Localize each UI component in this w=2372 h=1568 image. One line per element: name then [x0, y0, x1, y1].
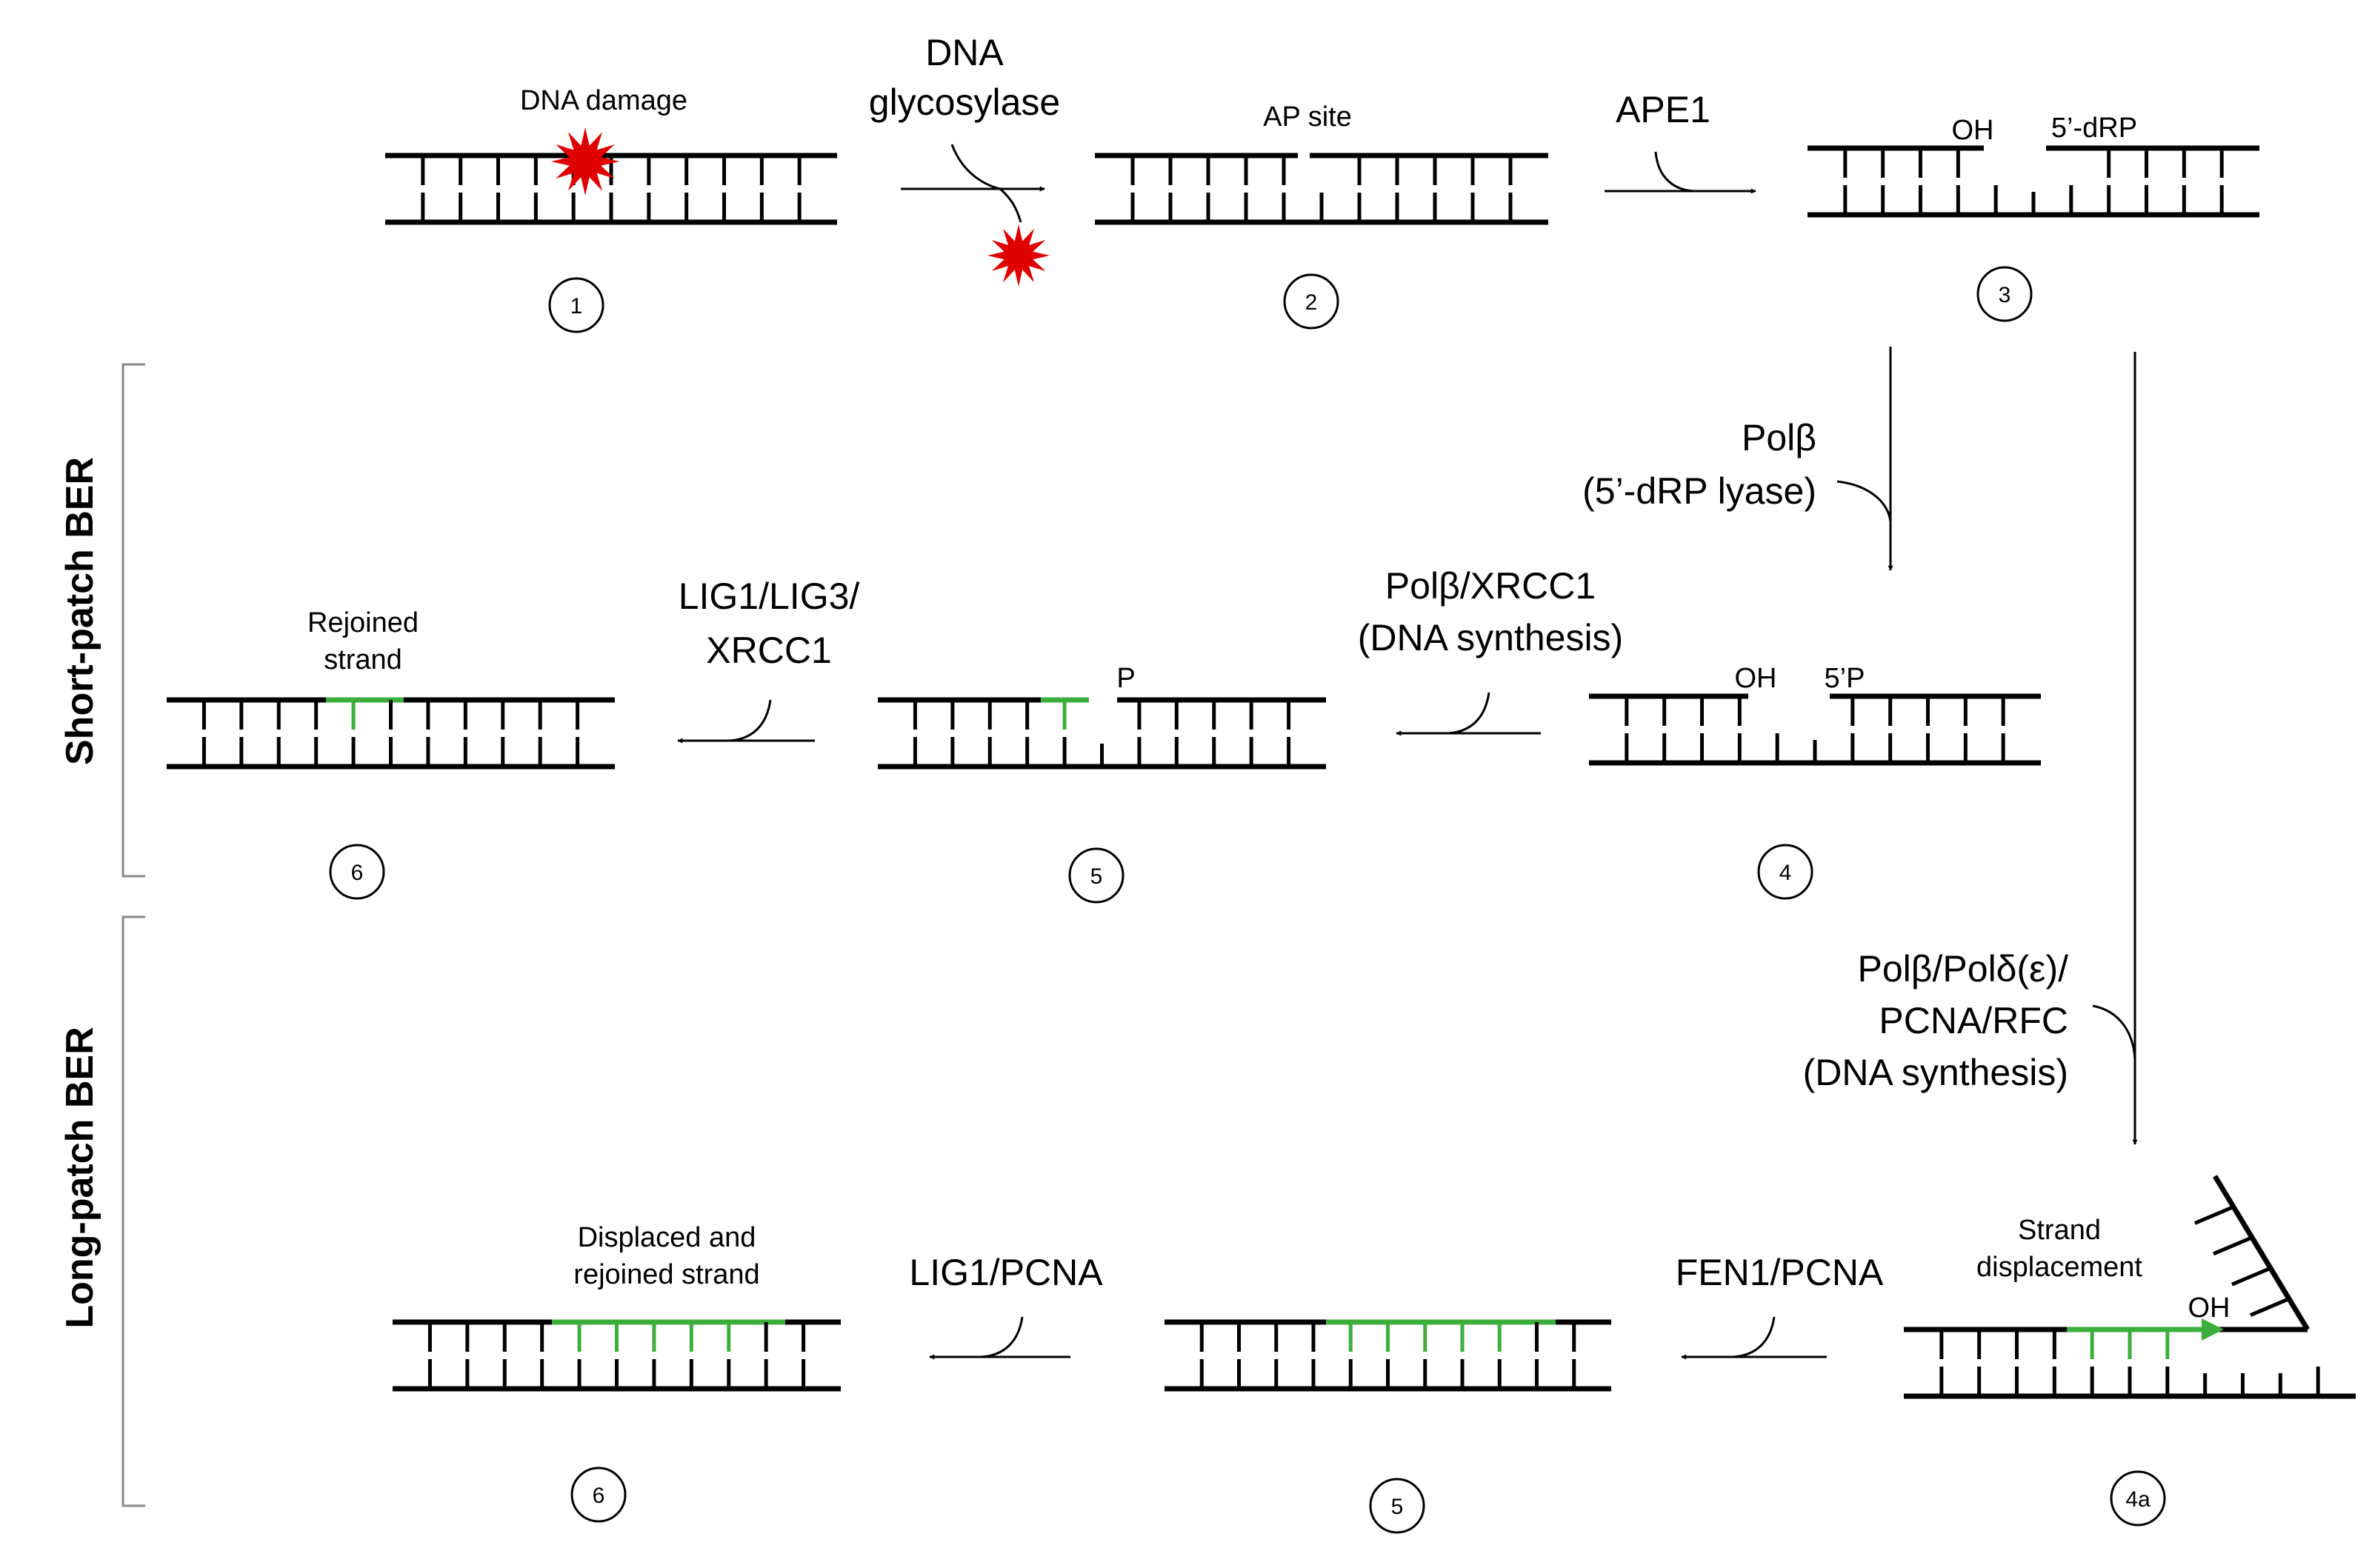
enzyme-polb-1: Polβ: [1742, 417, 1816, 458]
flap-base: [2213, 1235, 2253, 1256]
arrow-long-synthesis: [2092, 352, 2138, 1145]
step-6-short: 6: [329, 844, 385, 900]
flap-base: [2250, 1297, 2290, 1317]
dna-duplex-filled-short: [878, 697, 1326, 770]
svg-text:1: 1: [570, 294, 583, 318]
flap-base: [2231, 1266, 2271, 1287]
step-4: 4: [1757, 844, 1813, 900]
dna-duplex-rejoined-long: [393, 1319, 841, 1392]
flap-base: [2194, 1205, 2234, 1225]
step-3: 3: [1976, 266, 2033, 322]
dna-duplex-rejoined-short: [167, 697, 615, 770]
svg-text:5: 5: [1090, 864, 1103, 889]
arrow-polb-xrcc1: [1396, 692, 1541, 736]
displaced-flap-strand: [2213, 1175, 2310, 1331]
svg-text:5: 5: [1391, 1495, 1404, 1519]
dna-duplex-damaged: [385, 153, 837, 225]
step-4a: 4a: [2110, 1470, 2166, 1527]
enzyme-long-syn-1: Polβ/Polδ(ε)/: [1858, 948, 2069, 990]
step-2: 2: [1283, 273, 1339, 330]
label-rejoined-2: strand: [324, 644, 402, 675]
step-5-long: 5: [1369, 1478, 1425, 1534]
synthesis-direction-arrowhead: [2202, 1318, 2224, 1341]
label-strand-disp-2: displacement: [1976, 1252, 2142, 1283]
excised-base-star-icon: [987, 224, 1050, 287]
label-5p-4: 5’P: [1825, 663, 1865, 694]
enzyme-lig-short-2: XRCC1: [706, 630, 831, 671]
label-rejoined-1: Rejoined: [307, 607, 419, 638]
dna-duplex-ap-site: [1095, 153, 1548, 225]
bracket-long-patch: [121, 915, 145, 1507]
enzyme-glycosylase-2: glycosylase: [869, 81, 1060, 123]
step-1: 1: [548, 277, 604, 333]
dna-duplex-strand-displacement: [1904, 1175, 2356, 1399]
label-oh-4: OH: [1735, 663, 1777, 694]
svg-text:4: 4: [1779, 861, 1792, 885]
svg-text:6: 6: [351, 861, 364, 885]
label-displaced-1: Displaced and: [578, 1222, 756, 1253]
arrow-glycosylase: [901, 144, 1045, 223]
arrow-lig-short: [677, 699, 815, 744]
enzyme-ape1: APE1: [1616, 89, 1710, 130]
label-oh-3: OH: [1952, 115, 1994, 146]
enzyme-lig-long: LIG1/PCNA: [909, 1252, 1103, 1293]
section-title-short-patch: Short-patch BER: [59, 457, 101, 765]
bracket-short-patch: [121, 363, 145, 878]
section-title-long-patch: Long-patch BER: [59, 1027, 101, 1328]
arrow-ape1: [1605, 151, 1756, 194]
label-p-5: P: [1116, 663, 1135, 694]
arrow-lig-long: [929, 1316, 1070, 1360]
enzyme-polbx-2: (DNA synthesis): [1358, 617, 1623, 658]
enzyme-long-syn-3: (DNA synthesis): [1803, 1052, 2068, 1093]
enzyme-lig-short-1: LIG1/LIG3/: [679, 576, 860, 617]
enzyme-fen1: FEN1/PCNA: [1676, 1252, 1884, 1293]
enzyme-glycosylase-1: DNA: [925, 32, 1004, 73]
svg-text:6: 6: [593, 1484, 605, 1508]
label-ap-site: AP site: [1263, 101, 1352, 133]
dna-duplex-gap: [1589, 693, 2041, 766]
label-dna-damage: DNA damage: [520, 85, 687, 116]
step-5-short: 5: [1068, 847, 1125, 904]
svg-text:4a: 4a: [2125, 1487, 2151, 1512]
label-strand-disp-1: Strand: [2018, 1215, 2101, 1246]
dna-duplex-filled-long: [1165, 1319, 1611, 1392]
arrow-polb-lyase: [1836, 347, 1893, 571]
svg-text:3: 3: [1999, 283, 2011, 307]
dna-duplex-incised: [1808, 145, 2259, 218]
enzyme-long-syn-2: PCNA/RFC: [1879, 1000, 2068, 1041]
enzyme-polb-2: (5’-dRP lyase): [1582, 470, 1816, 512]
label-dRP: 5’-dRP: [2051, 113, 2137, 144]
arrow-fen1: [1681, 1316, 1827, 1360]
svg-text:2: 2: [1305, 290, 1318, 315]
label-displaced-2: rejoined strand: [573, 1259, 759, 1290]
step-6-long: 6: [570, 1467, 627, 1523]
damage-star-icon: [551, 127, 619, 196]
label-oh-4a: OH: [2188, 1292, 2231, 1324]
enzyme-polbx-1: Polβ/XRCC1: [1385, 565, 1596, 607]
